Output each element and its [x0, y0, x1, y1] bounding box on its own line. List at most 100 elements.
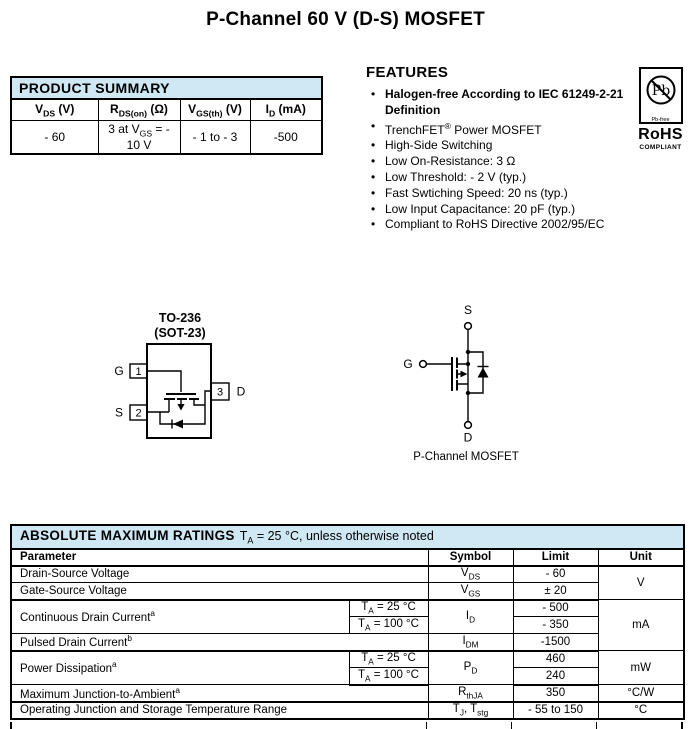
table-row: Maximum Junction-to-Ambienta RthJA 350 °… [10, 684, 685, 703]
amr-condition: TA = 100 °C [348, 667, 429, 686]
features-list: Halogen-free According to IEC 61249-2-21… [366, 87, 634, 233]
amr-limit: 460 [512, 650, 599, 668]
ps-header-id: ID (mA) [249, 98, 323, 121]
table-row: Operating Junction and Storage Temperatu… [10, 701, 685, 719]
amr-unit: V [597, 565, 685, 600]
amr-col-limit: Limit [512, 548, 599, 567]
pb-free-label: Pb-free [651, 117, 670, 123]
ps-value-rdson: 3 at VGS = - 10 V [97, 119, 181, 155]
amr-param: Pulsed Drain Currentb [10, 633, 429, 652]
features-section: FEATURES Halogen-free According to IEC 6… [366, 64, 634, 233]
schematic-caption: P-Channel MOSFET [413, 451, 518, 463]
table-row: Continuous Drain Currenta TA = 25 °C ID … [10, 599, 685, 651]
pin1-number: 1 [135, 366, 141, 378]
package-name-line1: TO-236 [159, 311, 201, 325]
amr-symbol: VGS [427, 582, 514, 601]
package-gate-label: G [114, 364, 123, 378]
rohs-label: RoHS [638, 126, 683, 143]
page-title: P-Channel 60 V (D-S) MOSFET [206, 9, 485, 30]
package-diagram: TO-236 (SOT-23) 1 2 3 G S D [114, 311, 246, 439]
pb-crossed-icon: Pb [646, 75, 675, 105]
table-row: Gate-Source Voltage VGS ± 20 [10, 582, 684, 601]
schematic-drain-label: D [464, 431, 473, 445]
amr-unit: °C/W [597, 684, 685, 703]
source-terminal [463, 321, 473, 331]
schematic-source-label: S [464, 303, 472, 317]
amr-unit: mW [597, 650, 685, 685]
feature-item: Low Threshold: - 2 V (typ.) [366, 170, 634, 186]
amr-condition: TA = 25 °C [348, 650, 429, 668]
ps-value-vds: - 60 [10, 119, 99, 155]
amr-limit: -1500 [512, 633, 599, 652]
absolute-maximum-ratings-table: ABSOLUTE MAXIMUM RATINGS TA = 25 °C, unle… [10, 524, 686, 720]
table-row: Power Dissipationa TA = 25 °C PD 460 mW [10, 650, 685, 685]
pin2-number: 2 [135, 408, 141, 420]
amr-limit: - 60 [512, 565, 599, 583]
package-source-label: S [115, 406, 123, 420]
amr-col-symbol: Symbol [427, 548, 514, 567]
feature-item: Low On-Resistance: 3 Ω [366, 154, 634, 170]
amr-unit: mA [597, 599, 685, 651]
package-name-line2: (SOT-23) [154, 326, 205, 340]
package-drain-label: D [237, 385, 246, 399]
amr-param: Gate-Source Voltage [10, 582, 429, 601]
product-summary-header-row: VDS (V) RDS(on) (Ω) VGS(th) (V) ID (mA) [10, 98, 323, 121]
amr-param: Continuous Drain Currenta [10, 599, 350, 634]
amr-limit: 350 [512, 684, 599, 703]
package-internal-mosfet [147, 370, 211, 429]
table-border-stub [426, 722, 427, 729]
amr-col-unit: Unit [597, 548, 685, 567]
ps-value-id: -500 [249, 119, 323, 155]
amr-condition: TA = 25 °C [348, 599, 429, 617]
amr-symbol: RthJA [427, 684, 514, 703]
ps-header-vds: VDS (V) [10, 98, 99, 121]
amr-title-row: ABSOLUTE MAXIMUM RATINGS TA = 25 °C, unle… [10, 524, 685, 550]
amr-limit: - 350 [512, 616, 599, 634]
amr-limit: - 55 to 150 [512, 701, 599, 719]
amr-symbol: PD [427, 650, 514, 685]
amr-title-bold: ABSOLUTE MAXIMUM RATINGS [20, 528, 235, 543]
amr-title-condition: TA = 25 °C, unless otherwise noted [239, 529, 434, 546]
amr-symbol: VDS [427, 565, 514, 583]
product-summary-title: PRODUCT SUMMARY [10, 76, 323, 100]
feature-item: Fast Swtiching Speed: 20 ns (typ.) [366, 186, 634, 202]
amr-param: Drain-Source Voltage [10, 565, 429, 583]
ps-header-rdson: RDS(on) (Ω) [97, 98, 181, 121]
features-heading: FEATURES [366, 64, 449, 81]
mosfet-schematic: S G D P-Channel MOSFET [403, 303, 518, 463]
amr-condition: TA = 100 °C [348, 616, 429, 634]
table-row: TA = 100 °C - 350 [11, 616, 684, 634]
amr-col-parameter: Parameter [10, 548, 429, 567]
amr-title: ABSOLUTE MAXIMUM RATINGS TA = 25 °C, unle… [10, 524, 685, 550]
amr-limit: 240 [512, 667, 599, 686]
feature-item: Low Input Capacitance: 20 pF (typ.) [366, 202, 634, 218]
schematic-gate-label: G [403, 357, 412, 371]
table-border-stub [10, 722, 12, 729]
drain-terminal [463, 420, 473, 430]
feature-item: Halogen-free According to IEC 61249-2-21… [366, 87, 634, 119]
amr-limit: - 500 [512, 599, 599, 617]
amr-symbol: IDM [427, 633, 514, 652]
amr-symbol: TJ, Tstg [427, 701, 514, 719]
table-row: Drain-Source Voltage VDS - 60 V [10, 565, 685, 600]
rohs-compliant-label: COMPLIANT [639, 144, 682, 151]
amr-symbol: ID [427, 599, 514, 634]
amr-param: Power Dissipationa [10, 650, 350, 685]
ps-header-vgsth: VGS(th) (V) [179, 98, 251, 121]
amr-param: Operating Junction and Storage Temperatu… [10, 701, 429, 719]
pin3-number: 3 [217, 387, 223, 399]
amr-limit: ± 20 [512, 582, 599, 601]
feature-item: TrenchFET® Power MOSFET [366, 119, 634, 139]
amr-header-row: Parameter Symbol Limit Unit [10, 548, 685, 567]
rohs-badge: Pb Pb-free RoHS COMPLIANT [637, 67, 684, 151]
table-row: TA = 100 °C 240 [11, 667, 684, 686]
table-border-stub [596, 722, 597, 729]
feature-item: High-Side Switching [366, 138, 634, 154]
pb-free-icon: Pb Pb-free [638, 67, 683, 124]
ps-value-vgsth: - 1 to - 3 [179, 119, 251, 155]
amr-param: Maximum Junction-to-Ambienta [10, 684, 429, 703]
feature-item: Compliant to RoHS Directive 2002/95/EC [366, 217, 634, 233]
amr-unit: °C [597, 701, 685, 719]
product-summary-table: PRODUCT SUMMARY VDS (V) RDS(on) (Ω) VGS(… [10, 76, 324, 155]
product-summary-value-row: - 60 3 at VGS = - 10 V - 1 to - 3 -500 [10, 119, 323, 155]
